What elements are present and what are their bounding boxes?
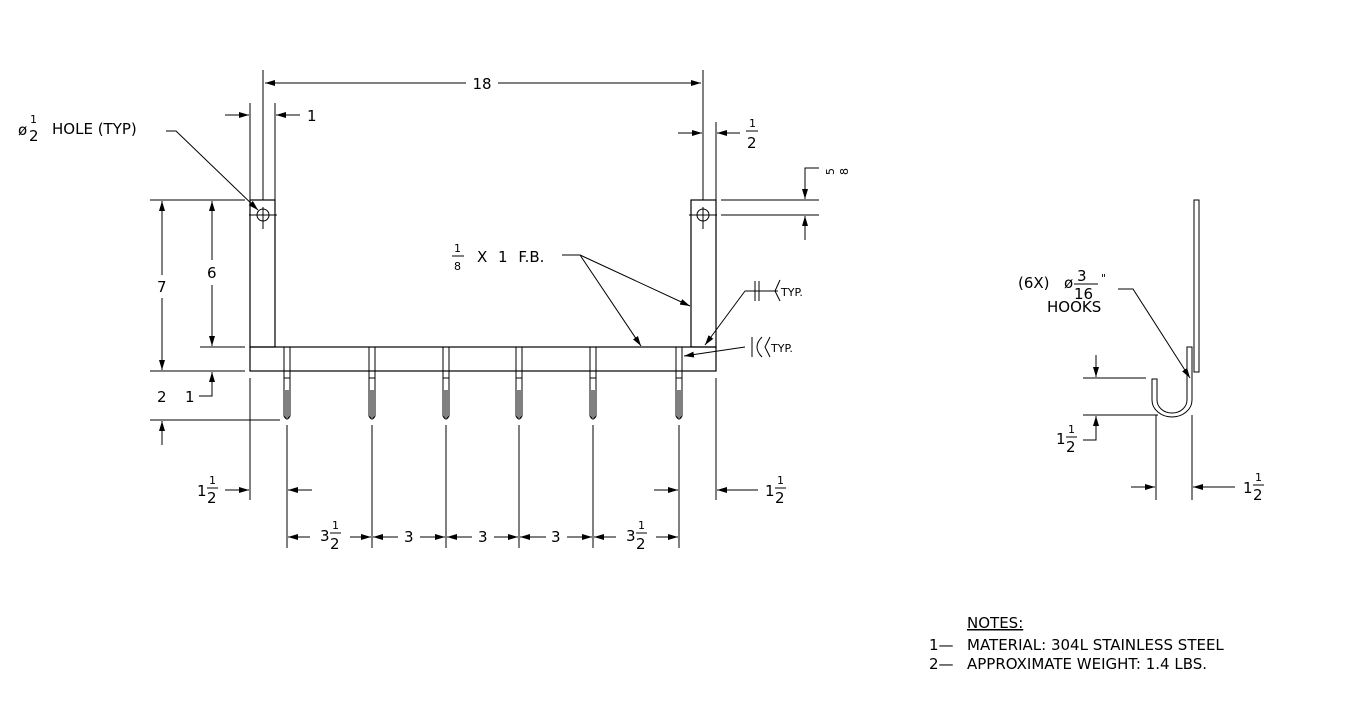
callout-count: (6X) bbox=[1018, 274, 1050, 292]
hooks bbox=[283, 347, 683, 548]
hook bbox=[675, 347, 683, 548]
weld-text: TYP. bbox=[780, 286, 803, 299]
unit-text: " bbox=[1101, 272, 1106, 285]
mixed-whole: 1 bbox=[1056, 430, 1066, 448]
frac-den: 2 bbox=[207, 489, 217, 507]
weld-symbol-1: TYP. bbox=[704, 279, 803, 346]
note-text: MATERIAL: 304L STAINLESS STEEL bbox=[967, 636, 1224, 654]
callout-text: HOLE (TYP) bbox=[52, 120, 137, 138]
frac-num: 1 bbox=[209, 474, 216, 487]
dim-left-offset: 1 1 2 bbox=[197, 378, 312, 507]
hook bbox=[283, 347, 291, 548]
mixed-whole: 1 bbox=[197, 482, 207, 500]
hook-callout: (6X) ø 3 16 " HOOKS bbox=[1018, 267, 1191, 379]
dim-text: 1 bbox=[185, 388, 195, 406]
dim-text: 1 bbox=[307, 107, 317, 125]
frac-den: 2 bbox=[330, 535, 340, 553]
dim-text: 7 bbox=[157, 278, 167, 296]
frac-num: 5 bbox=[824, 168, 837, 175]
dia-symbol: ø bbox=[1064, 274, 1073, 292]
dim-hole-from-top: 5 8 bbox=[721, 167, 851, 240]
mixed-whole: 3 bbox=[320, 527, 330, 545]
dim-hole-offset: 1 2 bbox=[678, 117, 758, 200]
flat-bar-callout: 1 8 X 1 F.B. bbox=[452, 242, 691, 347]
frac-den: 2 bbox=[636, 535, 646, 553]
dim-right-offset: 1 1 2 bbox=[654, 378, 786, 507]
frac-num: 1 bbox=[749, 117, 756, 130]
front-view: 18 1 ø 1 2 HOLE (TYP) bbox=[18, 70, 851, 553]
dim-text: 3 bbox=[551, 528, 561, 546]
hook bbox=[589, 347, 597, 548]
dim-text: 6 bbox=[207, 264, 217, 282]
dim-text: 3 bbox=[404, 528, 414, 546]
frac-num: 1 bbox=[1068, 423, 1075, 436]
dim-upright-width: 1 bbox=[225, 103, 317, 200]
note-number: 1— bbox=[929, 636, 954, 654]
weld-text: TYP. bbox=[770, 342, 793, 355]
dim-overall-width: 18 bbox=[262, 70, 704, 200]
note-text: APPROXIMATE WEIGHT: 1.4 LBS. bbox=[967, 655, 1207, 673]
dim-hook-height: 1 1 2 bbox=[1056, 355, 1158, 456]
note-number: 2— bbox=[929, 655, 954, 673]
weld-symbol-2: TYP. bbox=[683, 336, 793, 358]
frac-num: 1 bbox=[777, 474, 784, 487]
mixed-whole: 1 bbox=[1243, 479, 1253, 497]
dim-text: 3 bbox=[478, 528, 488, 546]
mixed-whole: 3 bbox=[626, 527, 636, 545]
dim-hook-spacing: 3 1 2 3 3 3 3 1 2 bbox=[288, 519, 678, 553]
mixed-whole: 1 bbox=[765, 482, 775, 500]
frac-num: 1 bbox=[30, 113, 37, 126]
hook bbox=[515, 347, 523, 548]
dim-text: 2 bbox=[157, 388, 167, 406]
frac-den: 16 bbox=[1074, 285, 1093, 303]
frac-den: 2 bbox=[1066, 438, 1076, 456]
frac-den: 8 bbox=[454, 260, 461, 273]
frac-num: 1 bbox=[332, 519, 339, 532]
callout-text: HOOKS bbox=[1047, 298, 1101, 316]
side-hook bbox=[1151, 346, 1193, 418]
side-view: (6X) ø 3 16 " HOOKS 1 1 2 1 1 bbox=[1018, 199, 1264, 504]
frac-den: 2 bbox=[747, 134, 757, 152]
frac-num: 1 bbox=[454, 242, 461, 255]
base-bar bbox=[249, 346, 717, 372]
dim-heights: 7 6 2 1 bbox=[150, 199, 280, 445]
side-upright bbox=[1193, 199, 1200, 373]
dim-text: 18 bbox=[472, 75, 491, 93]
notes: NOTES: 1— MATERIAL: 304L STAINLESS STEEL… bbox=[929, 614, 1224, 673]
frac-den: 8 bbox=[838, 168, 851, 175]
dim-hook-width: 1 1 2 bbox=[1131, 415, 1264, 504]
hole-callout: ø 1 2 HOLE (TYP) bbox=[18, 113, 259, 211]
callout-text: X 1 F.B. bbox=[477, 248, 544, 266]
notes-title: NOTES: bbox=[967, 614, 1023, 632]
frac-num: 1 bbox=[1255, 471, 1262, 484]
hook bbox=[442, 347, 450, 548]
frac-num: 1 bbox=[638, 519, 645, 532]
dia-symbol: ø bbox=[18, 121, 27, 139]
frac-den: 2 bbox=[29, 127, 39, 145]
hook bbox=[368, 347, 376, 548]
frac-den: 2 bbox=[775, 489, 785, 507]
frac-num: 3 bbox=[1077, 267, 1087, 285]
frac-den: 2 bbox=[1253, 486, 1263, 504]
